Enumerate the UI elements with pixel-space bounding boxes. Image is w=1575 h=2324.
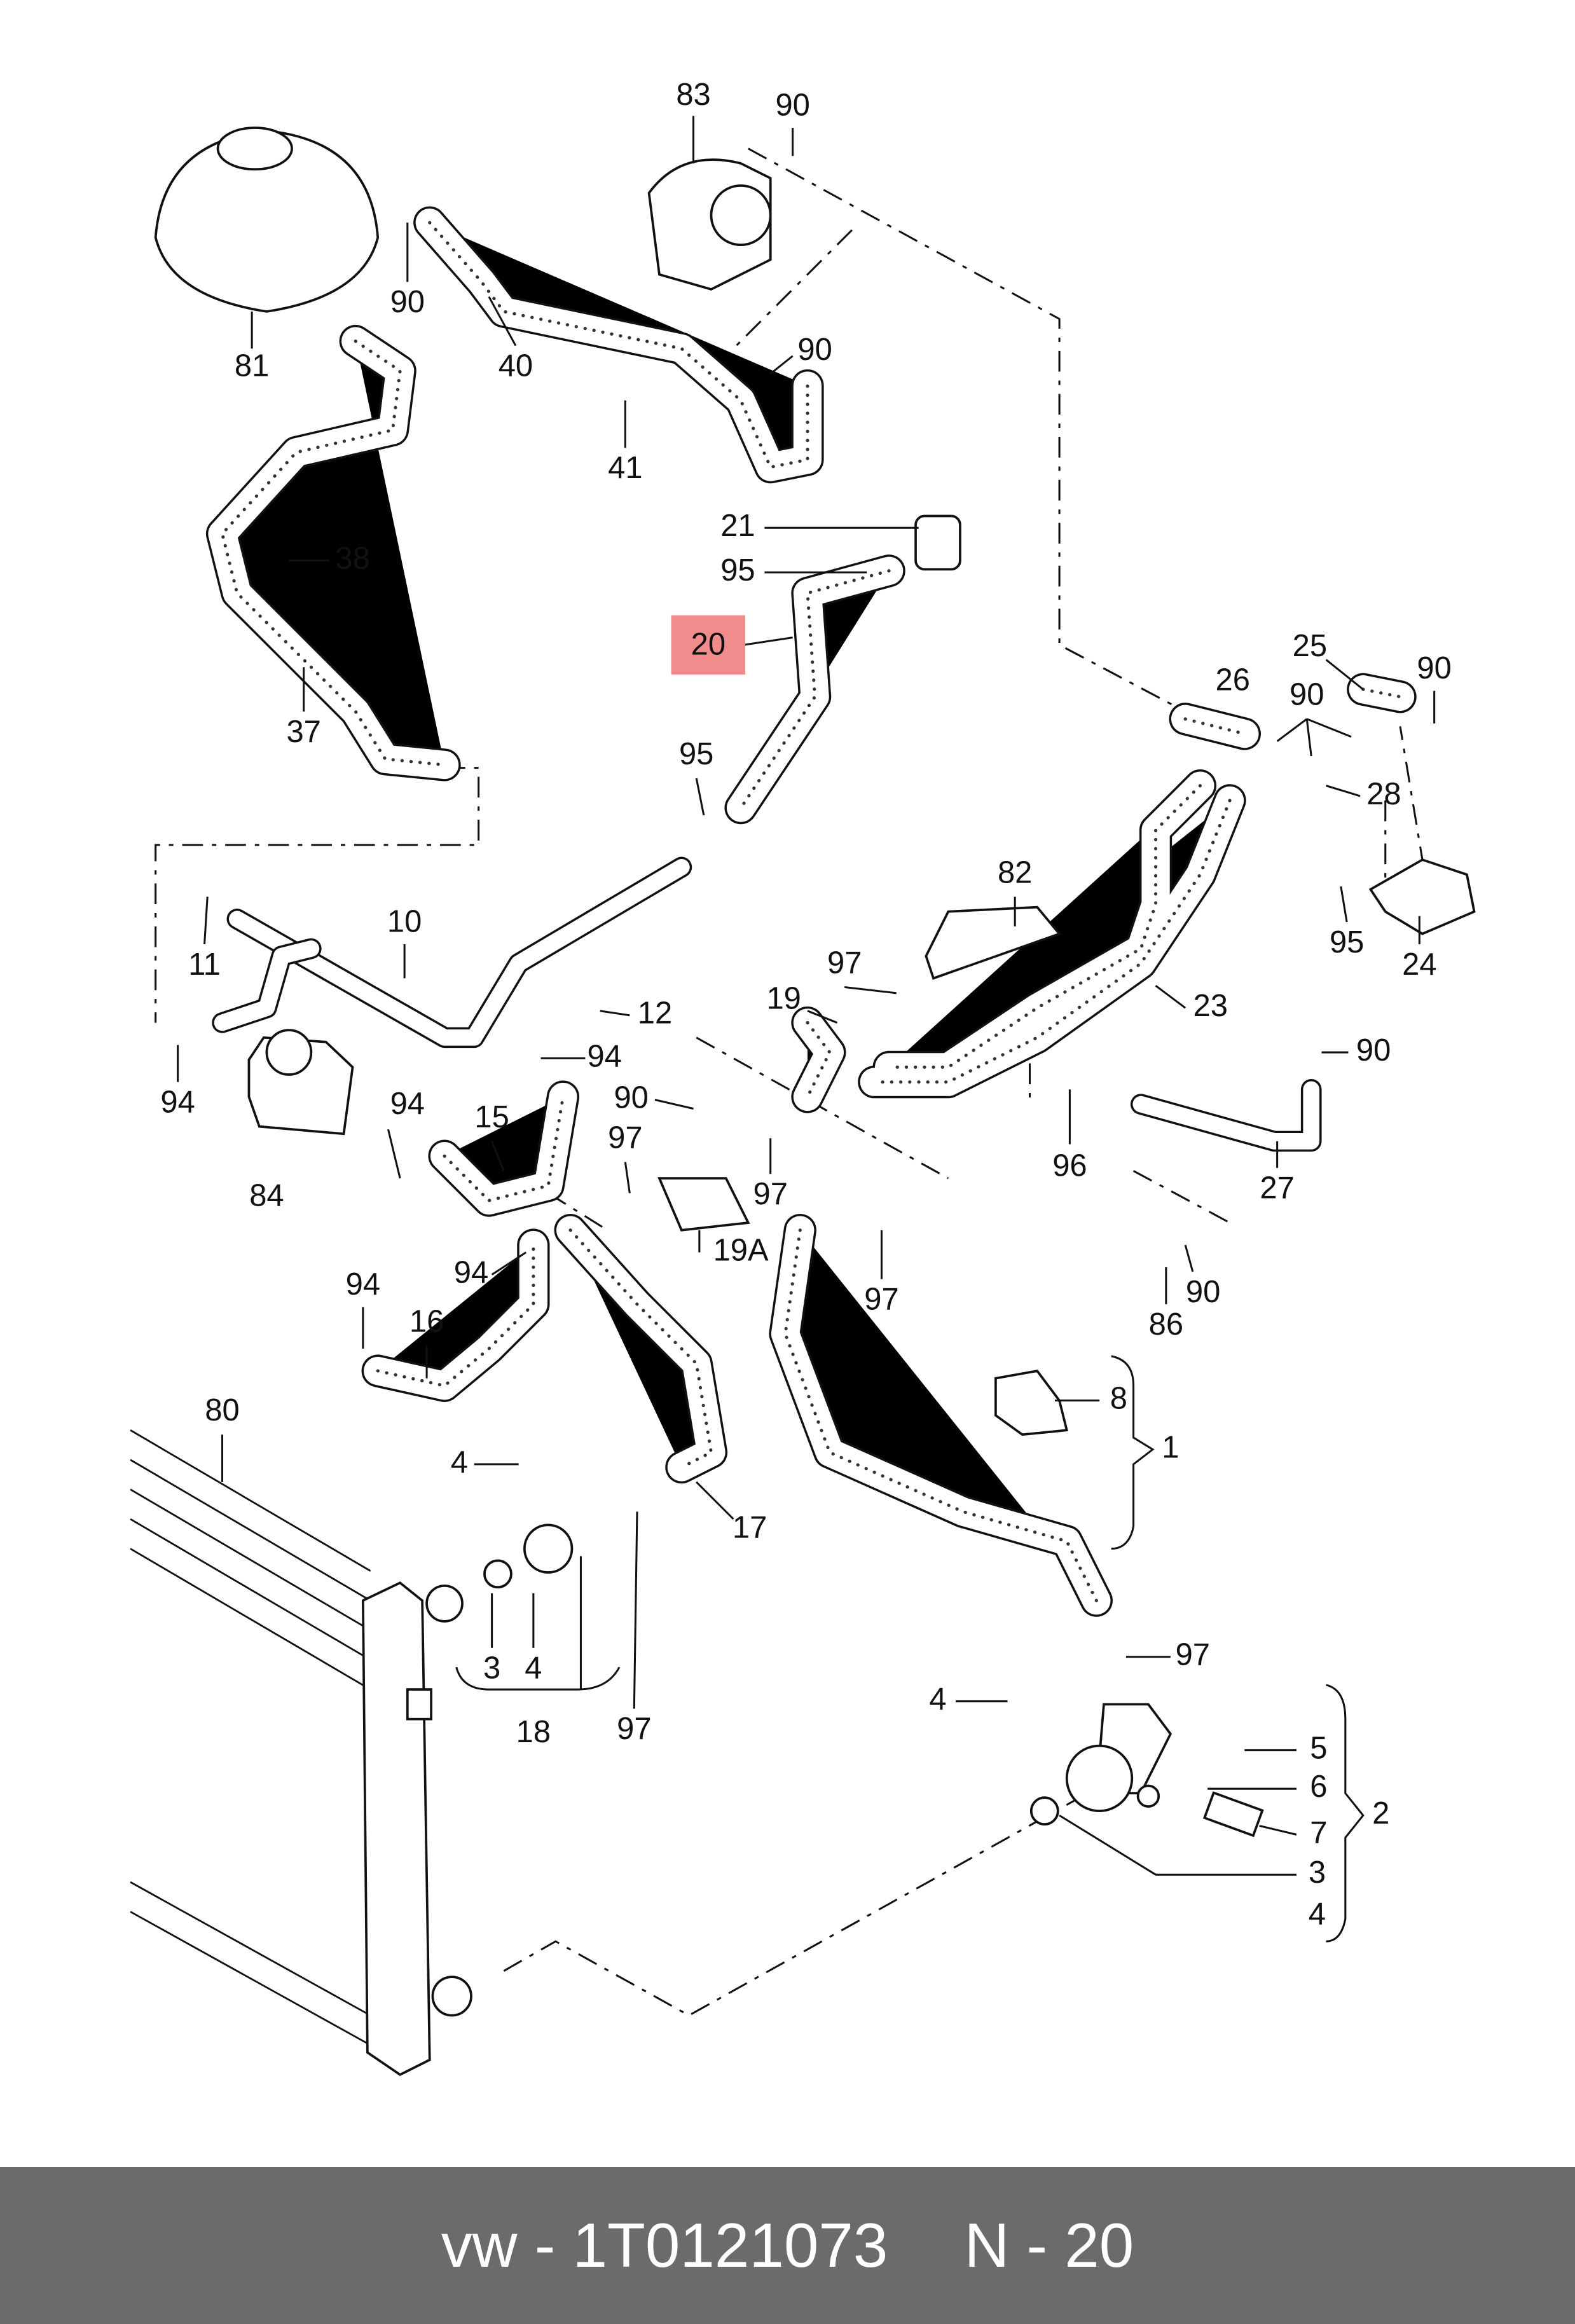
part-label[interactable]: 12 [638,996,672,1031]
part-label[interactable]: 38 [335,541,369,575]
part-label[interactable]: 94 [346,1267,380,1302]
part-label[interactable]: 21 [720,509,755,543]
part-label[interactable]: 3 [483,1651,500,1686]
part-label[interactable]: 4 [1309,1897,1326,1931]
part-label[interactable]: 6 [1310,1770,1327,1804]
part-label[interactable]: 96 [1052,1149,1087,1183]
hose-24-end [1368,858,1476,935]
part-number: vw - 1T0121073 [441,2210,888,2280]
part-label[interactable]: 17 [732,1510,767,1544]
expansion-tank [154,129,380,313]
coolant-hose-parts-diagram: 83 90 90 81 40 90 41 21 95 20 38 37 25 9… [130,78,1476,2077]
part-label[interactable]: 3 [1309,1855,1326,1890]
part-label[interactable]: 4 [451,1445,468,1480]
thermostat-housing [657,1177,750,1232]
part-labels: 83 90 90 81 40 90 41 21 95 20 38 37 25 9… [160,78,1451,1931]
part-label[interactable]: 10 [387,904,422,939]
part-label[interactable]: 2 [1372,1796,1389,1831]
part-label[interactable]: 97 [608,1120,642,1155]
part-label[interactable]: 8 [1110,1382,1127,1416]
part-label[interactable]: 97 [753,1177,787,1211]
part-label[interactable]: 90 [614,1081,648,1115]
part-label[interactable]: 97 [864,1282,898,1316]
part-label[interactable]: 97 [1176,1638,1210,1672]
part-label[interactable]: 11 [188,947,221,982]
part-label[interactable]: 4 [525,1651,542,1686]
components [154,127,1476,1838]
bracket-8 [994,1370,1069,1436]
part-label[interactable]: 80 [205,1393,239,1427]
part-label[interactable]: 90 [1290,678,1324,712]
part-label[interactable]: 83 [676,78,710,112]
part-label[interactable]: 7 [1310,1815,1327,1850]
part-label[interactable]: 28 [1366,777,1401,811]
part-label[interactable]: 84 [249,1178,284,1213]
part-label[interactable]: 86 [1149,1307,1183,1342]
part-label[interactable]: 18 [516,1715,551,1749]
part-label[interactable]: 15 [474,1100,509,1134]
part-label[interactable]: 23 [1193,989,1228,1023]
part-label[interactable]: 5 [1310,1731,1327,1766]
part-label[interactable]: 19 [766,981,801,1015]
part-label[interactable]: 90 [797,333,832,367]
part-label[interactable]: 25 [1293,629,1327,663]
part-label[interactable]: 90 [1356,1033,1391,1068]
part-label[interactable]: 94 [390,1087,425,1121]
part-label[interactable]: 26 [1216,663,1250,697]
part-label[interactable]: 95 [679,737,713,771]
part-label[interactable]: 90 [390,285,425,319]
highlight-box [671,615,746,675]
part-label[interactable]: 81 [235,348,269,383]
part-label[interactable]: 95 [1330,925,1364,959]
part-label-highlighted[interactable]: 20 [691,628,726,662]
part-label[interactable]: 97 [617,1712,651,1746]
part-label[interactable]: 97 [827,946,862,980]
diagram-position: N - 20 [964,2210,1134,2280]
part-number-footer: vw - 1T0121073 N - 20 [0,2167,1575,2324]
part-label[interactable]: 1 [1162,1430,1179,1464]
part-label[interactable]: 82 [998,855,1032,890]
part-label[interactable]: 4 [929,1682,946,1717]
coolant-flange-82 [925,905,1062,980]
part-label[interactable]: 94 [160,1085,195,1120]
part-label[interactable]: 94 [454,1256,488,1290]
leader-lines [177,116,1436,1942]
part-label[interactable]: 19A [713,1234,769,1268]
radiator [130,1429,472,2077]
part-label[interactable]: 41 [608,451,642,485]
part-label[interactable]: 37 [286,715,320,749]
part-label[interactable]: 90 [1186,1275,1220,1309]
part-label[interactable]: 27 [1260,1171,1294,1206]
part-label[interactable]: 94 [588,1039,622,1073]
part-label[interactable]: 40 [499,348,533,383]
part-label[interactable]: 95 [720,553,755,588]
part-label[interactable]: 24 [1402,947,1436,982]
part-label[interactable]: 90 [1417,651,1451,685]
part-label[interactable]: 90 [775,88,809,122]
part-label[interactable]: 16 [409,1304,444,1338]
